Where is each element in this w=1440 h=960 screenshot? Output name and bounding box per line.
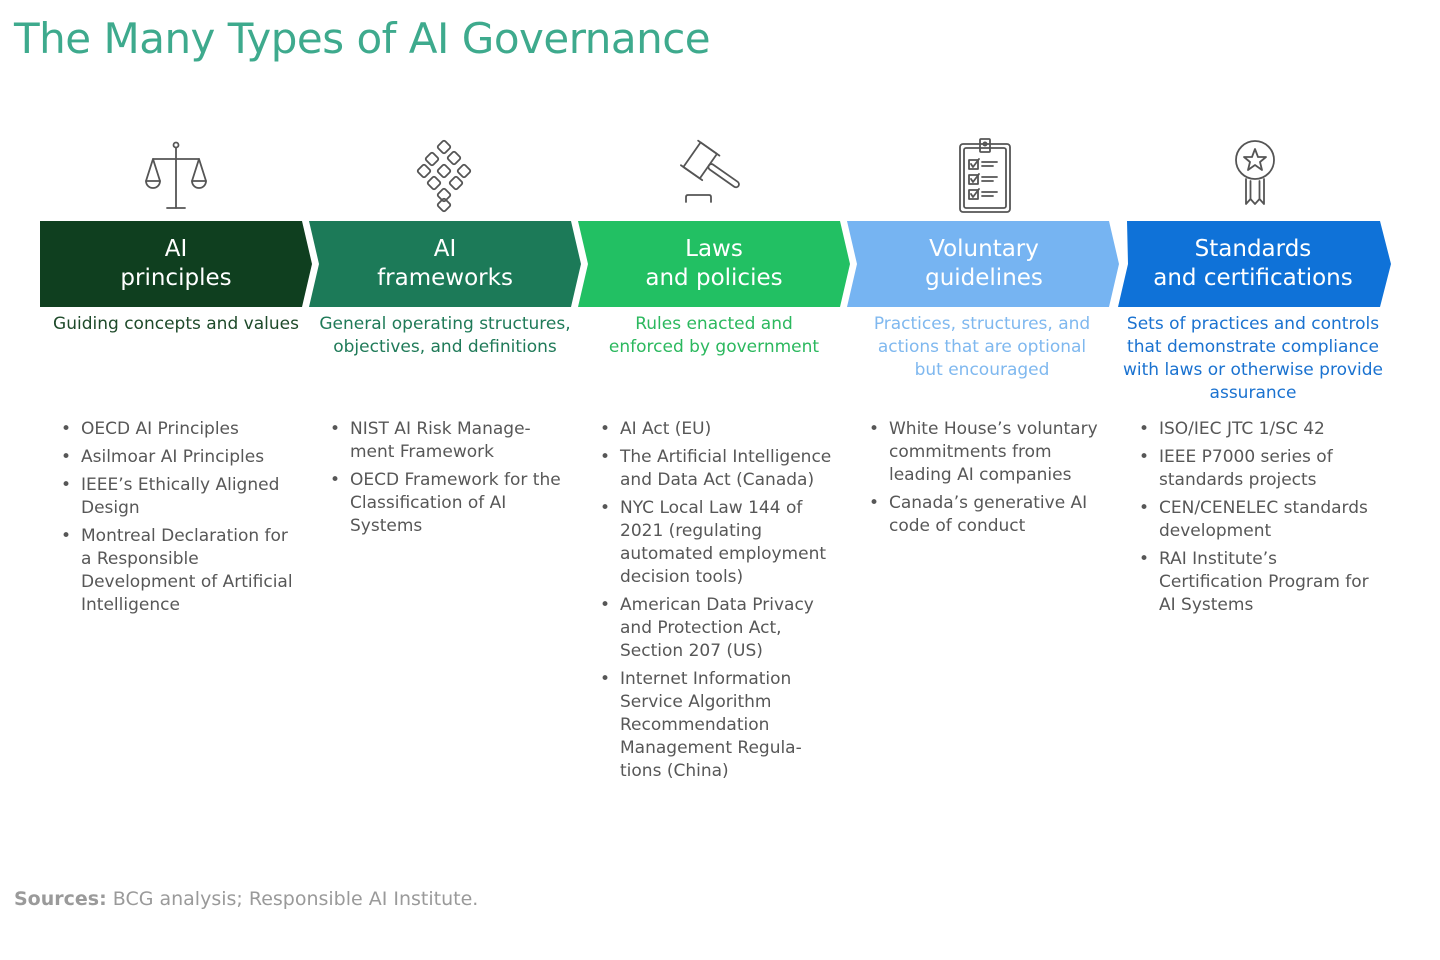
chevron-heading-line2: and certifications [1153,265,1353,291]
chevron-ai-principles: AI principles [40,221,312,307]
scales-of-justice-icon [136,136,216,216]
description-laws-policies: Rules enacted and enforced by government [608,314,820,357]
chevron-heading-line2: principles [120,265,232,291]
chevron-heading-line2: frameworks [377,265,513,291]
chevron-laws-policies: Laws and policies [581,221,847,307]
examples-list-ai-principles: OECD AI Principles Asilmoar AI Principle… [61,418,301,622]
description-standards-certifications: Sets of practices and controls that demo… [1122,314,1384,403]
chevron-shape-ai-frameworks [309,221,581,307]
chevron-standards-certifications: Standards and certifications [1120,221,1386,307]
chevron-heading-line2: guidelines [925,265,1043,291]
chain-links-network-icon [405,136,485,216]
list-item: OECD AI Principles [61,418,301,441]
list-item: NIST AI Risk Manage-ment Framework [330,418,575,464]
sources-text: BCG analysis; Responsible AI Institute. [106,888,479,910]
list-item: CEN/CENELEC standards development [1139,497,1384,543]
gavel-icon [676,136,756,216]
description-ai-principles: Guiding concepts and values [53,314,299,334]
chevron-shape-laws-policies [578,221,850,307]
examples-list-ai-frameworks: NIST AI Risk Manage-ment Framework OECD … [330,418,575,543]
governance-chevron-band: AI principles AI frameworks Laws and polici… [40,221,1400,307]
chevron-heading-line2: and policies [645,265,783,291]
list-item: IEEE P7000 series of standards projects [1139,446,1384,492]
list-item: OECD Framework for the Classification of… [330,469,575,538]
description-ai-frameworks: General operating structures, objectives… [319,314,571,357]
chevron-heading-line1: Standards [1194,236,1312,262]
examples-list-standards-certifications: ISO/IEC JTC 1/SC 42 IEEE P7000 series of… [1139,418,1384,622]
chevron-shape-voluntary-guidelines [847,221,1119,307]
sources-note: Sources: BCG analysis; Responsible AI In… [14,888,478,910]
sources-label: Sources: [14,888,107,910]
description-voluntary-guidelines: Practices, structures, and actions that … [873,314,1091,380]
list-item: Internet Information Service Algorithm R… [600,668,840,783]
list-item: The Artificial Intelligence and Data Act… [600,446,840,492]
examples-list-voluntary-guidelines: White House’s voluntary commitments from… [869,418,1109,543]
chevron-ai-frameworks: AI frameworks [312,221,578,307]
page-title: The Many Types of AI Governance [14,14,711,63]
chevron-shape-standards-certifications [1118,221,1391,307]
list-item: Montreal Declaration for a Responsible D… [61,525,301,617]
list-item: American Data Privacy and Protection Act… [600,594,840,663]
list-item: ISO/IEC JTC 1/SC 42 [1139,418,1384,441]
chevron-shape-ai-principles [40,221,312,307]
list-item: IEEE’s Ethically Aligned Design [61,474,301,520]
chevron-voluntary-guidelines: Voluntary guidelines [851,221,1117,307]
chevron-heading-line1: AI [433,236,457,262]
list-item: NYC Local Law 144 of 2021 (regulating au… [600,497,840,589]
list-item: White House’s voluntary commitments from… [869,418,1109,487]
list-item: Canada’s generative AI code of conduct [869,492,1109,538]
list-item: Asilmoar AI Principles [61,446,301,469]
award-ribbon-star-icon [1215,136,1295,216]
chevron-heading-line1: Laws [685,236,743,262]
examples-list-laws-policies: AI Act (EU) The Artificial Intelligence … [600,418,840,788]
list-item: RAI Institute’s Certification Program fo… [1139,548,1384,617]
checklist-clipboard-icon [945,136,1025,216]
list-item: AI Act (EU) [600,418,840,441]
chevron-heading-line1: Voluntary [929,236,1039,262]
chevron-heading-line1: AI [164,236,188,262]
